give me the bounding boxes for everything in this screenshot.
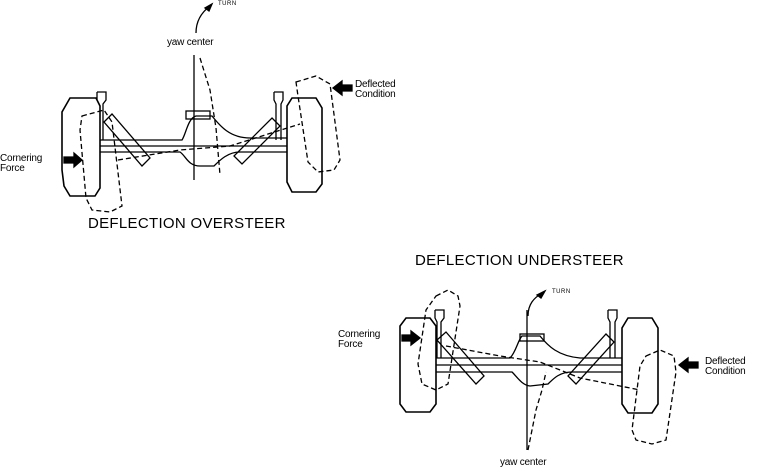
deflected-condition-label: Deflected Condition bbox=[355, 79, 396, 100]
differential bbox=[185, 110, 211, 120]
right-wheel-deflected bbox=[295, 75, 341, 173]
understeer-diagram bbox=[399, 289, 699, 451]
deflected-condition-label: Deflected Condition bbox=[705, 356, 746, 377]
right-wheel bbox=[286, 97, 323, 193]
deflected-axle bbox=[117, 57, 301, 176]
cornering-force-label: Cornering Force bbox=[338, 330, 380, 350]
left-wheel-deflected bbox=[417, 289, 461, 391]
cornering-force-arrow-icon bbox=[63, 151, 83, 169]
cornering-label-line-2: Force bbox=[0, 163, 25, 174]
right-wheel bbox=[621, 317, 659, 414]
oversteer-diagram bbox=[61, 2, 353, 213]
deflected-axle bbox=[445, 345, 641, 451]
understeer-title: DEFLECTION UNDERSTEER bbox=[415, 252, 624, 269]
cornering-force-label: Cornering Force bbox=[0, 154, 42, 174]
deflected-label-line-2: Condition bbox=[705, 366, 746, 377]
deflected-label-line-1: Deflected bbox=[705, 356, 746, 367]
cornering-force-arrow-icon bbox=[401, 329, 422, 347]
deflected-label-line-1: Deflected bbox=[355, 79, 396, 90]
turn-label: TURN bbox=[218, 1, 237, 7]
cornering-label-line-1: Cornering bbox=[338, 329, 381, 340]
deflected-label-line-2: Condition bbox=[355, 89, 396, 100]
left-link bbox=[436, 331, 485, 385]
cornering-label-line-1: Cornering bbox=[0, 153, 43, 164]
left-link bbox=[103, 113, 151, 167]
turn-arrow-head bbox=[203, 2, 214, 13]
deflected-arrow-icon bbox=[331, 79, 353, 97]
left-wheel-deflected bbox=[79, 109, 123, 213]
oversteer-title: DEFLECTION OVERSTEER bbox=[88, 215, 286, 232]
cornering-label-line-2: Force bbox=[338, 339, 363, 350]
deflected-arrow-icon bbox=[677, 356, 699, 374]
differential bbox=[519, 333, 545, 342]
yaw-center-label: yaw center bbox=[500, 457, 547, 468]
right-link bbox=[567, 333, 615, 385]
right-shock bbox=[607, 309, 618, 358]
yaw-center-label: yaw center bbox=[167, 37, 214, 48]
right-shock bbox=[273, 91, 284, 140]
right-wheel-deflected bbox=[631, 349, 677, 445]
right-link bbox=[233, 117, 281, 165]
turn-label: TURN bbox=[552, 289, 571, 295]
turn-arrow-head bbox=[535, 289, 547, 299]
